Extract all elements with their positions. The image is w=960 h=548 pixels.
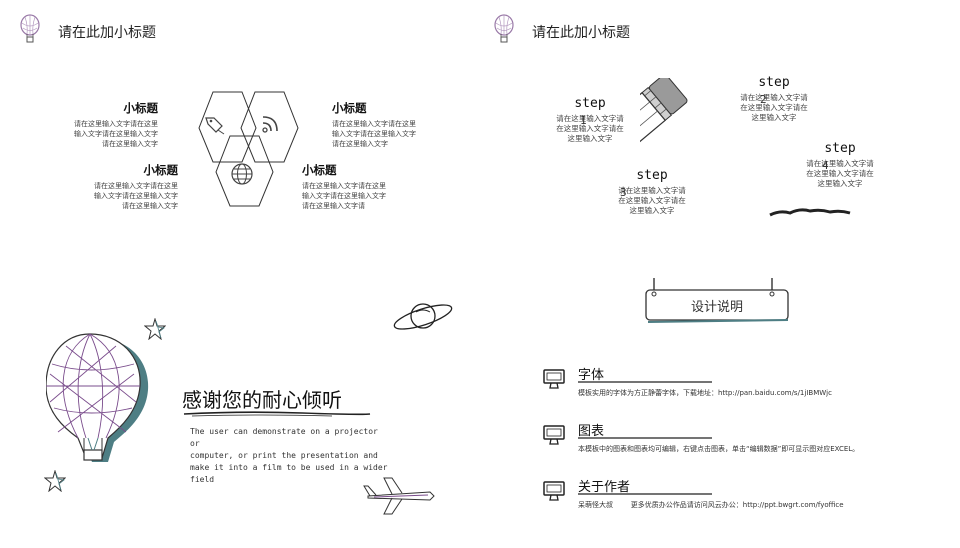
step-text: 这里输入文字 (567, 134, 613, 143)
step-text: 在这里输入文字请在 (556, 124, 624, 133)
hex-item-bottom-left: 小标题 请在这里输入文字请在这里 输入文字请在这里输入文字 请在这里输入文字 (78, 162, 178, 211)
pencil-illustration (640, 78, 851, 217)
info-row-chart: 图表 本模板中的图表和图表均可编辑，右键点击图表，单击“编辑数据”即可显示图对应… (542, 420, 882, 456)
step-text: 这里输入文字 (629, 206, 675, 215)
description-line: computer, or print the presentation and (190, 451, 378, 460)
step-label: step (824, 141, 856, 156)
step-number: 4 (822, 159, 829, 172)
step-3: step 3 请在这里输入文字请 在这里输入文字请在 这里输入文字 (614, 168, 690, 216)
globe-icon (231, 163, 253, 185)
hexagon-diagram (198, 91, 299, 207)
hex-item-line: 请在这里输入文字请在这里 (332, 120, 416, 128)
thanks-description: The user can demonstrate on a projector … (190, 426, 390, 486)
step-number: 3 (620, 186, 627, 199)
hex-item-line: 输入文字请在这里输入文字 (302, 192, 386, 200)
step-1: step 1 请在这里输入文字请 在这里输入文字请在 这里输入文字 (552, 96, 628, 144)
hex-item-bottom-right: 小标题 请在这里输入文字请在这里 输入文字请在这里输入文字 请在这里输入文字请 (302, 162, 402, 211)
hex-item-line: 请在这里输入文字 (332, 140, 388, 148)
balloon-logo-left (18, 14, 42, 46)
step-text: 这里输入文字 (817, 179, 863, 188)
step-text: 在这里输入文字请在 (618, 196, 686, 205)
step-2: step 2 请在这里输入文字请 在这里输入文字请在 这里输入文字 (736, 75, 812, 123)
page-title-left: 请在此加小标题 (58, 25, 156, 41)
hex-item-line: 请在这里输入文字请在这里 (302, 182, 386, 190)
step-text: 在这里输入文字请在 (740, 103, 808, 112)
airplane-illustration (363, 477, 435, 515)
title-underline (183, 411, 371, 417)
info-title: 图表 (578, 424, 605, 439)
hanging-sign (645, 278, 789, 323)
star-icon (44, 470, 66, 492)
tag-icon (205, 117, 225, 135)
hex-item-line: 请在这里输入文字 (122, 202, 178, 210)
step-text: 请在这里输入文字请 (556, 114, 624, 123)
hex-item-top-left: 小标题 请在这里输入文字请在这里 输入文字请在这里输入文字 请在这里输入文字 (60, 100, 158, 149)
info-underline (578, 437, 712, 439)
step-text: 请在这里输入文字请 (806, 159, 874, 168)
hex-item-line: 请在这里输入文字 (102, 140, 158, 148)
step-4: step 4 请在这里输入文字请 在这里输入文字请在 这里输入文字 (800, 141, 880, 189)
description-line: field (190, 475, 215, 484)
hex-item-heading: 小标题 (302, 163, 337, 177)
page-title-right: 请在此加小标题 (532, 25, 630, 41)
step-text: 请在这里输入文字请 (618, 186, 686, 195)
star-icon (144, 318, 166, 340)
step-text: 在这里输入文字请在 (806, 169, 874, 178)
hex-item-line: 请在这里输入文字请在这里 (74, 120, 158, 128)
hex-item-line: 请在这里输入文字请 (302, 202, 365, 210)
info-description: 呆萌怪大叔 更多优质办公作品请访问风云办公：http://ppt.bwgrt.c… (578, 501, 844, 509)
hex-item-line: 输入文字请在这里输入文字 (74, 130, 158, 138)
step-text: 请在这里输入文字请 (740, 93, 808, 102)
info-underline (578, 381, 712, 383)
hex-item-heading: 小标题 (123, 101, 159, 115)
step-number: 2 (760, 93, 767, 106)
hot-air-balloon-illustration (46, 333, 149, 462)
hex-item-top-right: 小标题 请在这里输入文字请在这里 输入文字请在这里输入文字 请在这里输入文字 (332, 100, 432, 149)
info-title: 关于作者 (578, 480, 631, 495)
thanks-title: 感谢您的耐心倾听 (182, 388, 342, 412)
hex-item-line: 输入文字请在这里输入文字 (332, 130, 416, 138)
balloon-icon (494, 14, 514, 43)
planet-icon (393, 303, 453, 330)
step-label: step (574, 96, 606, 111)
description-line: make it into a film to be used in a wide… (190, 463, 388, 472)
hex-item-line: 输入文字请在这里输入文字 (94, 192, 178, 200)
step-label: step (758, 75, 790, 90)
step-text: 这里输入文字 (751, 113, 797, 122)
info-description: 本模板中的图表和图表均可编辑，右键点击图表，单击“编辑数据”即可显示图对应EXC… (578, 445, 860, 453)
monitor-icon (543, 425, 565, 445)
monitor-icon (543, 481, 565, 501)
info-row-author: 关于作者 呆萌怪大叔 更多优质办公作品请访问风云办公：http://ppt.bw… (542, 476, 882, 512)
step-number: 1 (580, 114, 587, 127)
hex-item-heading: 小标题 (332, 101, 367, 115)
step-label: step (636, 168, 668, 183)
info-row-font: 字体 模板实用的字体为方正静蕾字体，下载地址：http://pan.baidu.… (542, 364, 882, 400)
info-description: 模板实用的字体为方正静蕾字体，下载地址：http://pan.baidu.com… (578, 389, 832, 397)
balloon-icon (20, 14, 40, 43)
monitor-icon (543, 369, 565, 389)
info-title: 字体 (578, 368, 605, 383)
rss-icon (262, 116, 278, 133)
description-line: The user can demonstrate on a projector … (190, 427, 378, 448)
hex-item-line: 请在这里输入文字请在这里 (94, 182, 178, 190)
sign-label: 设计说明 (690, 300, 743, 315)
info-underline (578, 493, 712, 495)
balloon-logo-right (492, 14, 516, 46)
hex-item-heading: 小标题 (143, 163, 179, 177)
